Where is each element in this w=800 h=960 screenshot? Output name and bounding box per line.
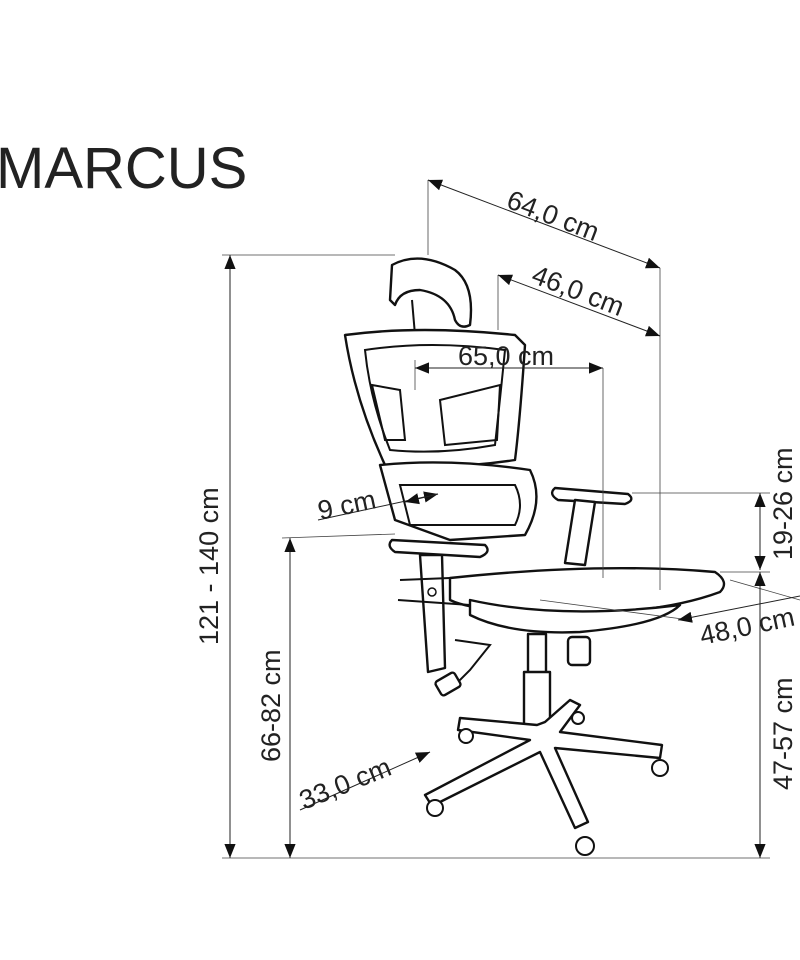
label-seat-height: 47-57 cm — [768, 677, 798, 790]
label-seat-width: 48,0 cm — [697, 602, 797, 651]
label-armrest-height: 19-26 cm — [768, 447, 798, 560]
label-armrest-floor-height: 66-82 cm — [256, 649, 286, 762]
label-armrest-adjust: 9 cm — [315, 484, 378, 526]
label-total-height: 121 - 140 cm — [194, 487, 224, 645]
dim-33-line — [299, 751, 431, 811]
label-overall-width: 65,0 cm — [458, 341, 554, 371]
label-seat-back-depth: 46,0 cm — [528, 260, 628, 322]
dim-46-line — [497, 274, 661, 337]
label-total-depth: 64,0 cm — [503, 185, 603, 247]
product-title: MARCUS — [0, 136, 247, 201]
dim-64-line — [427, 179, 661, 269]
label-base-radius: 33,0 cm — [295, 752, 395, 816]
chair-illustration — [343, 257, 726, 856]
dimension-lines — [224, 179, 800, 858]
dim-48-line — [677, 595, 800, 623]
